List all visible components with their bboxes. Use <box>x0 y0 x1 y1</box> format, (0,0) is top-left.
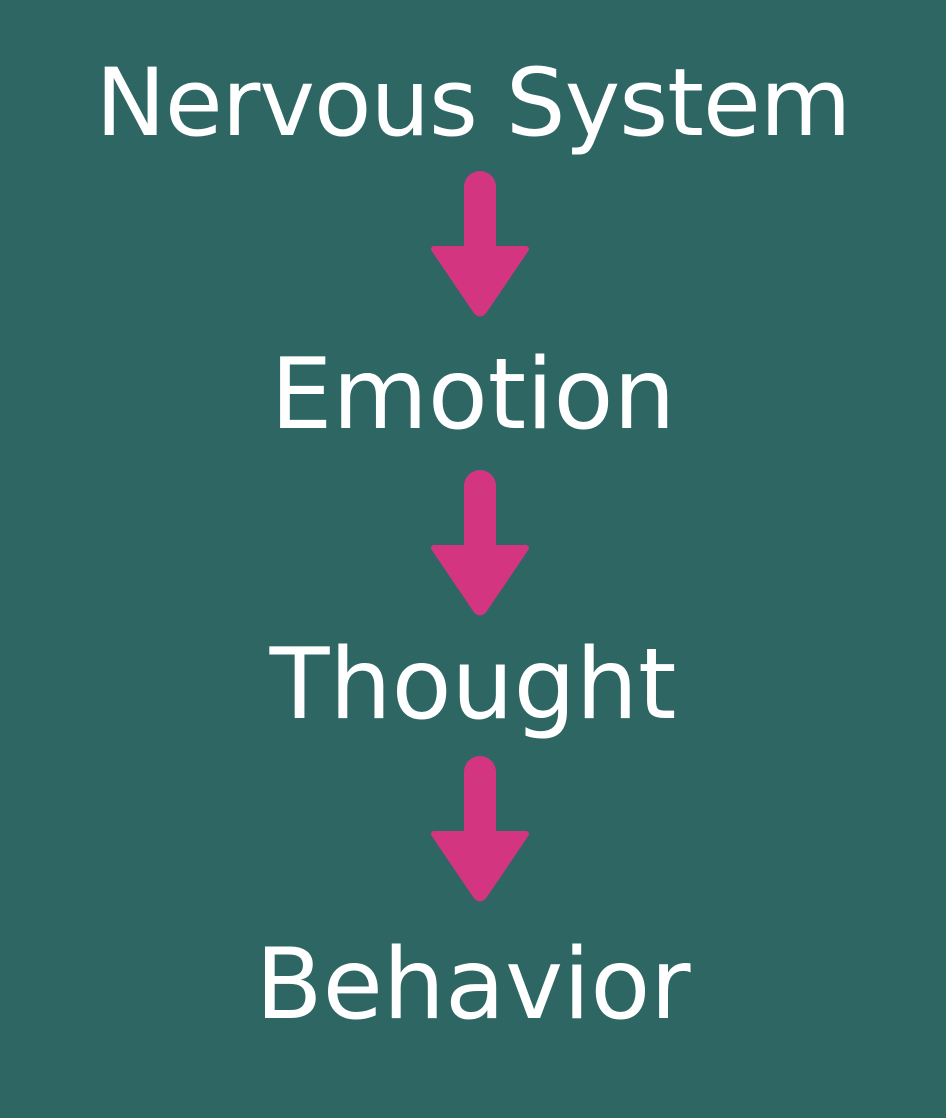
step-emotion: Emotion <box>270 338 676 452</box>
arrow-down-icon <box>428 470 532 616</box>
arrow-down-icon <box>428 171 532 317</box>
step-behavior: Behavior <box>255 928 691 1042</box>
step-nervous-system: Nervous System <box>95 49 852 158</box>
arrow-down-icon <box>428 756 532 902</box>
step-thought: Thought <box>269 628 677 742</box>
